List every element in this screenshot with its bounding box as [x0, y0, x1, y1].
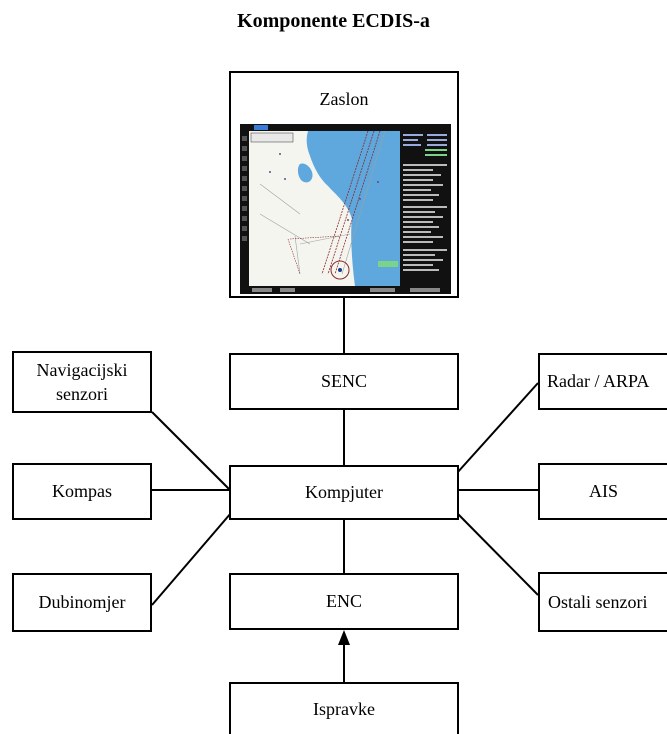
senc-label: SENC — [320, 371, 367, 392]
updates-label: Ispravke — [313, 698, 375, 719]
compass-box: Kompas — [12, 463, 152, 520]
ais-box: AIS — [538, 463, 667, 520]
nav-sensors-label-line2: senzori — [56, 384, 108, 404]
nav-sensors-label-line1: Navigacijski — [36, 359, 128, 380]
enc-label: ENC — [326, 591, 362, 612]
display-box: Zaslon — [229, 71, 459, 298]
connector-other-sensors — [456, 512, 539, 596]
senc-box: SENC — [229, 353, 459, 410]
updates-box: Ispravke — [229, 682, 459, 734]
radar-label: Radar / ARPA — [547, 371, 650, 392]
nav-sensors-box: Navigacijski senzori — [12, 351, 152, 413]
computer-label: Kompjuter — [305, 482, 383, 503]
connector-echo-sounder — [151, 512, 232, 606]
connector-radar — [456, 382, 539, 474]
echo-sounder-label: Dubinomjer — [38, 592, 126, 613]
ais-label: AIS — [588, 481, 618, 502]
other-sensors-label: Ostali senzori — [548, 591, 648, 612]
arrowhead-enc — [338, 630, 350, 645]
connector-nav-sensors — [151, 411, 232, 492]
diagram-title: Komponente ECDIS-a — [237, 10, 430, 32]
echo-sounder-box: Dubinomjer — [12, 573, 152, 632]
ecdis-chart-screenshot — [240, 124, 451, 294]
enc-box: ENC — [229, 573, 459, 630]
radar-box: Radar / ARPA — [538, 353, 667, 410]
compass-label: Kompas — [52, 481, 112, 502]
other-sensors-box: Ostali senzori — [538, 572, 667, 632]
display-label: Zaslon — [319, 89, 369, 109]
computer-box: Kompjuter — [229, 465, 459, 520]
